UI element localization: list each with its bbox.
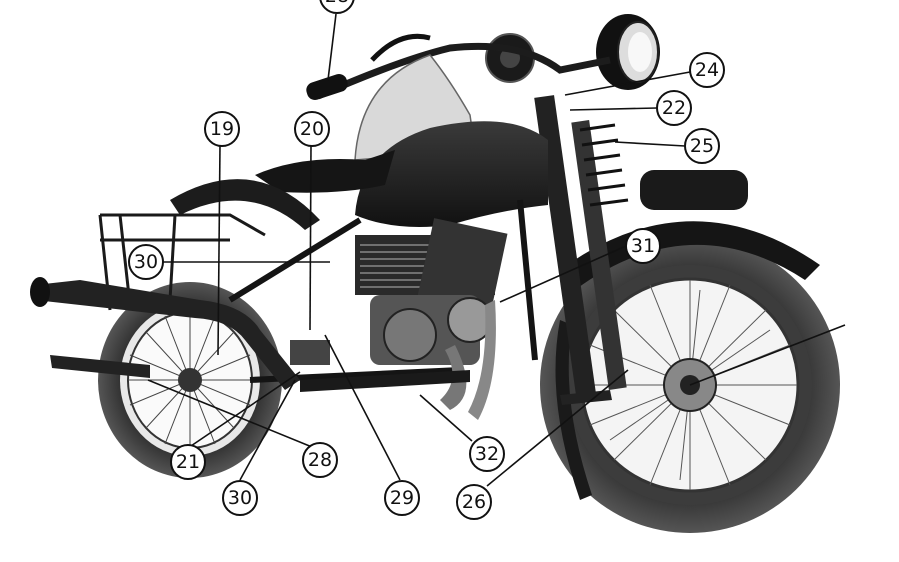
callout-label: 25: [690, 135, 714, 157]
engine: [355, 218, 508, 420]
callout-28-top: 28: [319, 0, 355, 14]
callout-30-left: 30: [128, 244, 164, 280]
callout-label: 28: [325, 0, 349, 7]
callout-label: 30: [228, 487, 252, 509]
callout-label: 21: [176, 451, 200, 473]
callout-label: 26: [462, 491, 486, 513]
callout-31: 31: [625, 228, 661, 264]
callout-label: 31: [631, 235, 655, 257]
callout-label: 22: [662, 97, 686, 119]
callout-19: 19: [204, 111, 240, 147]
front-fork: [534, 95, 629, 395]
seat: [255, 150, 395, 193]
callout-label: 28: [308, 449, 332, 471]
front-fender: [560, 221, 820, 290]
callout-label: 29: [390, 487, 414, 509]
fuel-tank: [355, 121, 548, 228]
leader-lines: [147, 13, 846, 487]
callout-28: 28: [302, 442, 338, 478]
callout-32: 32: [469, 436, 505, 472]
exhaust: [30, 277, 300, 390]
rear-wheel: [98, 282, 282, 478]
callout-label: 20: [300, 118, 324, 140]
callout-26: 26: [456, 484, 492, 520]
rear-fender: [170, 179, 320, 230]
callout-25: 25: [684, 128, 720, 164]
callout-20: 20: [294, 111, 330, 147]
callout-24: 24: [689, 52, 725, 88]
callout-label: 30: [134, 251, 158, 273]
callout-label: 19: [210, 118, 234, 140]
callout-label: 24: [695, 59, 719, 81]
callout-29: 29: [384, 480, 420, 516]
callout-21: 21: [170, 444, 206, 480]
callout-22: 22: [656, 90, 692, 126]
callout-30-bottom: 30: [222, 480, 258, 516]
handlebar: [306, 33, 611, 100]
callout-label: 32: [475, 443, 499, 465]
